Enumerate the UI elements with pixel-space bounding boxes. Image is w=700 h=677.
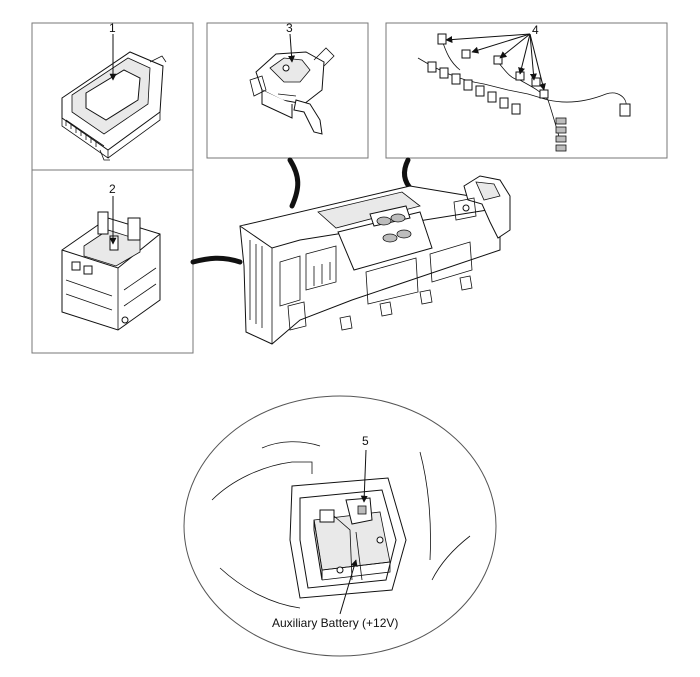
callout-2: 2 xyxy=(109,182,116,196)
callout-5: 5 xyxy=(362,434,369,448)
part-3-bracket xyxy=(249,33,335,135)
part-1-module xyxy=(61,34,167,161)
battery-inset xyxy=(183,395,497,657)
harness-connectors xyxy=(427,33,631,152)
part-4-wiring-harness xyxy=(417,33,631,152)
central-unit-ports xyxy=(376,213,412,243)
auxiliary-battery xyxy=(313,497,391,581)
central-power-unit xyxy=(239,175,511,345)
callout-1: 1 xyxy=(109,21,116,35)
callout-3: 3 xyxy=(286,21,293,35)
callout-4: 4 xyxy=(532,23,539,37)
caption-auxiliary-battery: Auxiliary Battery (+12V) xyxy=(272,616,398,630)
panel-part-4 xyxy=(385,22,668,159)
part-2-relay-box xyxy=(61,196,161,331)
